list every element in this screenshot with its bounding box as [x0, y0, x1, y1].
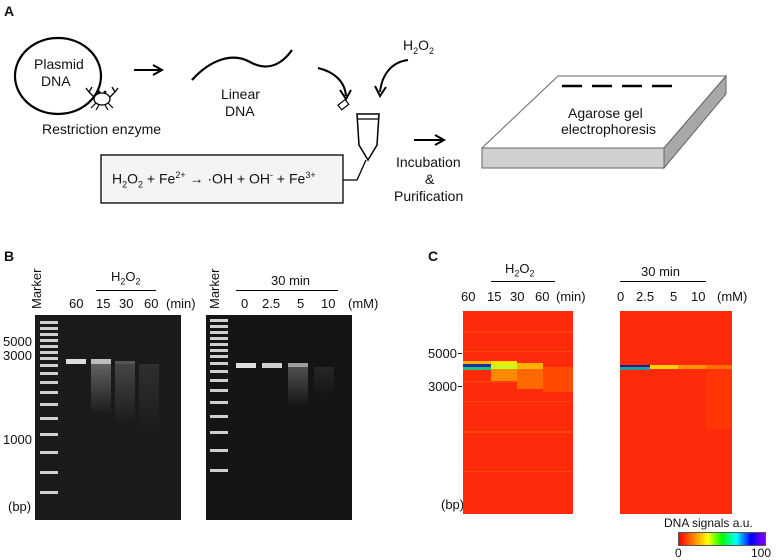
colorbar-max: 100: [751, 546, 772, 560]
hc-tick-5000: [458, 353, 462, 354]
rx-sub1: 2: [122, 179, 128, 190]
hc-lane-right-0: 0: [617, 289, 625, 304]
rx-oh: → ·OH + OH: [185, 170, 271, 187]
reaction-box: [100, 154, 344, 204]
gel-b-lane-right-3: 10: [321, 296, 336, 311]
gb-sub2: 2: [135, 276, 141, 287]
hc-tick-3000: [458, 386, 462, 387]
gel-b-size-1000: 1000: [3, 432, 32, 447]
hc-unit-right: (mM): [717, 289, 748, 304]
gel-b-unit-left: (min): [166, 296, 196, 311]
schematic-graphics: [13, 36, 728, 204]
gel-b-lane-left-0: 60: [69, 296, 84, 311]
panel-label-a: A: [4, 3, 15, 19]
rx-fe3: + Fe: [273, 170, 306, 187]
h2o2-o: O: [418, 37, 430, 53]
purification-label: Purification: [394, 188, 464, 204]
h2o2-sub2: 2: [429, 45, 435, 56]
linear-dna-label: DNA: [225, 103, 255, 119]
gel-b-30min-underline: [236, 290, 338, 291]
gel-b-lane-right-2: 5: [297, 296, 305, 311]
heatmap-right: [620, 311, 732, 514]
marker-label-right: Marker: [207, 268, 222, 309]
colorbar-title: DNA signals a.u.: [664, 516, 753, 530]
heatmap-30min-underline: [620, 281, 706, 282]
colorbar: [678, 532, 766, 546]
gel-b-lane-left-2: 30: [119, 296, 134, 311]
colorbar-min: 0: [675, 546, 682, 560]
rx-h: H: [112, 170, 123, 187]
hc-lane-right-2: 5: [670, 289, 678, 304]
hc-size-3000: 3000: [428, 379, 457, 394]
hc-h: H: [505, 261, 515, 276]
gb-o: O: [125, 269, 136, 284]
rx-o: O: [127, 170, 139, 187]
gel-label-line1: Agarose gel: [568, 105, 643, 121]
hc-unit-left: (min): [556, 289, 586, 304]
hc-lane-right-3: 10: [691, 289, 706, 304]
rx-sup2: -: [270, 170, 274, 180]
plasmid-dna-label: DNA: [41, 73, 71, 89]
hc-o: O: [519, 261, 530, 276]
plasmid-label: Plasmid: [34, 56, 84, 72]
h2o2-label-schematic: H2O2: [403, 38, 434, 56]
gel-b-h2o2-underline: [96, 290, 156, 291]
marker-label-left: Marker: [29, 268, 44, 309]
h2o2-h: H: [403, 37, 414, 53]
gel-b-lane-left-3: 60: [144, 296, 159, 311]
heatmap-h2o2-underline: [491, 281, 555, 282]
hc-bp: (bp): [441, 497, 465, 512]
gel-b-lane-left-1: 15: [96, 296, 111, 311]
hc-lane-left-3: 60: [535, 289, 550, 304]
rx-sub2: 2: [138, 179, 144, 190]
heatmap-30min-header: 30 min: [641, 264, 681, 279]
ampersand-label: &: [425, 171, 435, 187]
gel-b-30min-header: 30 min: [271, 273, 311, 288]
gb-sub1: 2: [120, 276, 126, 287]
plasmid-circle: [13, 36, 103, 116]
gel-b-lane-right-0: 0: [241, 296, 249, 311]
linear-dna-strand: [191, 49, 293, 81]
heatmap-left: [463, 311, 573, 514]
gb-h: H: [111, 269, 121, 284]
gel-label-line2: electrophoresis: [561, 121, 656, 137]
rx-sup3: 3+: [305, 170, 316, 180]
hc-sub1: 2: [514, 268, 520, 279]
gel-b-bp: (bp): [8, 499, 32, 514]
restriction-enzyme-label: Restriction enzyme: [42, 121, 162, 137]
agarose-gel-slab: [480, 74, 728, 170]
gel-b-unit-right: (mM): [348, 296, 379, 311]
rx-sup1: 2+: [175, 170, 186, 180]
heatmap-h2o2-header: H2O2: [505, 262, 535, 279]
hc-sub2: 2: [529, 268, 535, 279]
hc-lane-right-1: 2.5: [636, 289, 655, 304]
hc-lane-left-2: 30: [510, 289, 525, 304]
gel-b-size-5000: 5000: [3, 334, 32, 349]
gel-image-right: [206, 315, 352, 520]
gel-b-h2o2-header: H2O2: [111, 270, 141, 287]
gel-b-size-3000: 3000: [3, 348, 32, 363]
panel-label-b: B: [4, 248, 15, 264]
linear-label: Linear: [221, 86, 260, 102]
gel-image-left: [35, 315, 181, 520]
hc-lane-left-1: 15: [487, 289, 502, 304]
incubation-label: Incubation: [396, 154, 461, 170]
crab-icon: [85, 86, 119, 111]
fenton-reaction: H2O2 + Fe2+ → ·OH + OH- + Fe3+: [112, 171, 316, 189]
gel-b-lane-right-1: 2.5: [262, 296, 281, 311]
hc-size-5000: 5000: [428, 346, 457, 361]
panel-label-c: C: [428, 248, 439, 264]
hc-lane-left-0: 60: [461, 289, 476, 304]
test-tube-icon: [337, 98, 380, 162]
h2o2-sub1: 2: [413, 45, 419, 56]
rx-fe: + Fe: [143, 170, 176, 187]
